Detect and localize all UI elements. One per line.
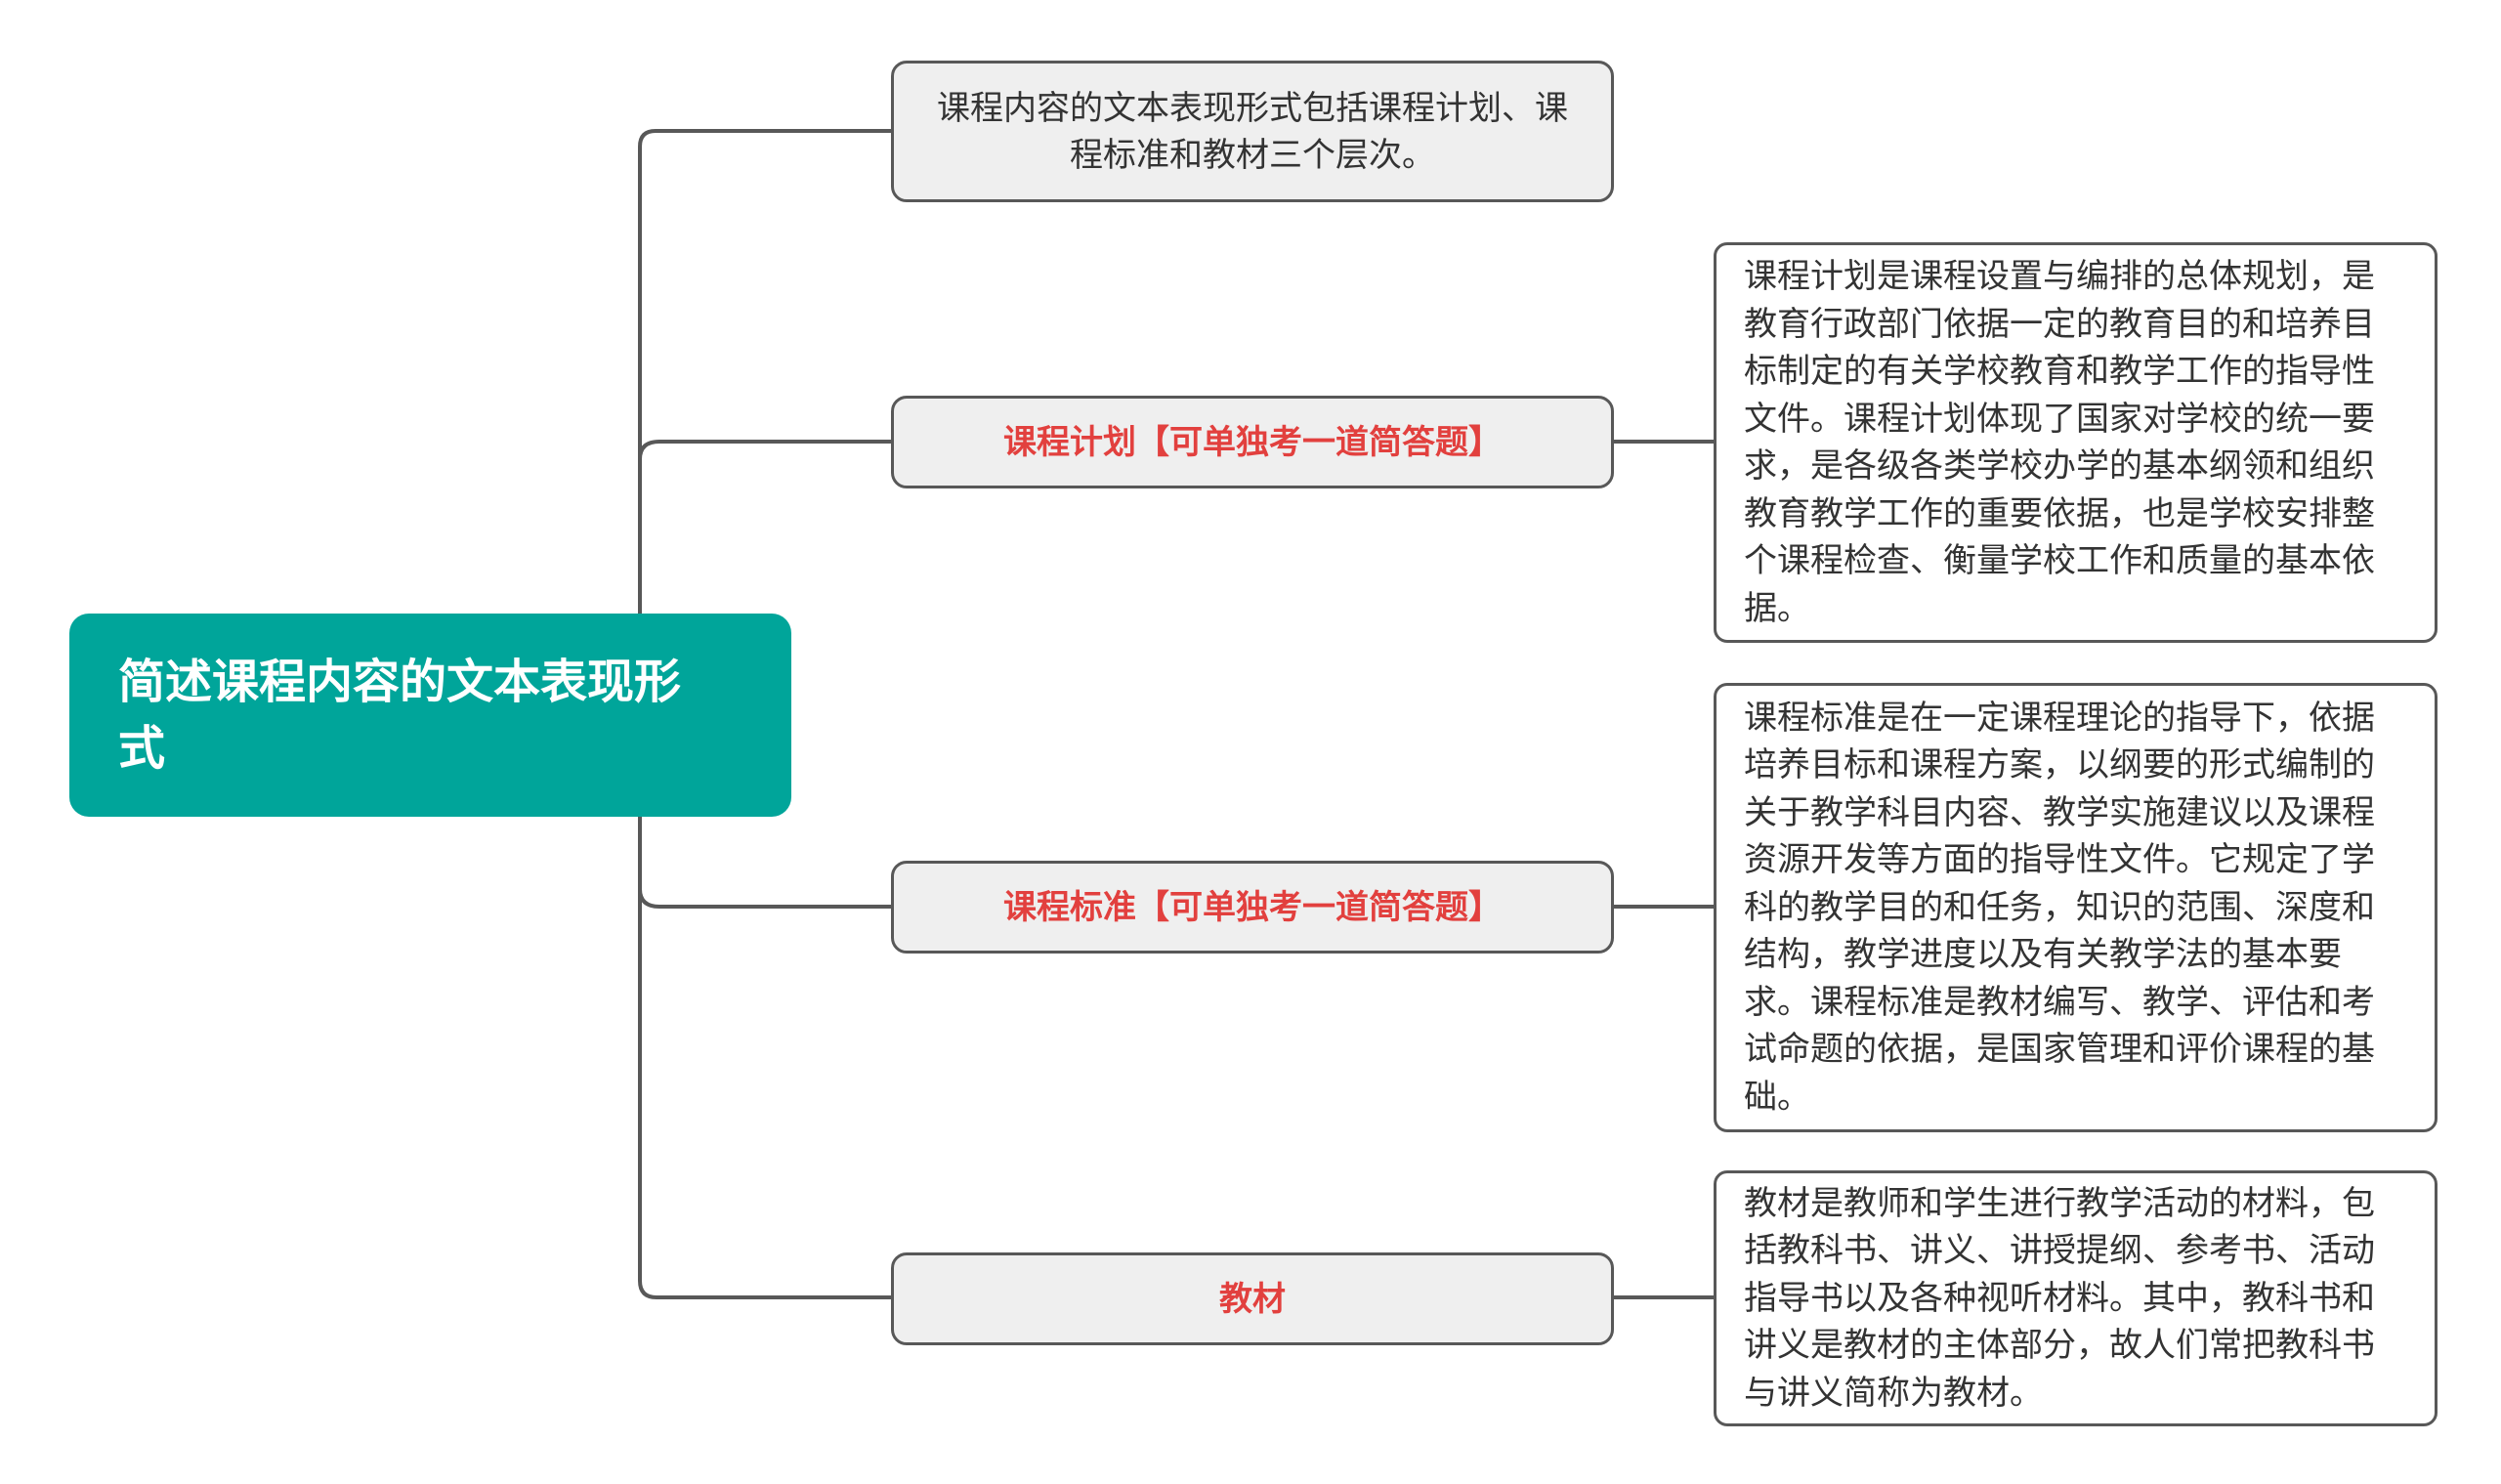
branch-curriculum-standard-label: 课程标准【可单独考一道简答题】 xyxy=(1003,887,1502,927)
branch-curriculum-plan[interactable]: 课程计划【可单独考一道简答题】 xyxy=(891,396,1614,488)
root-topic[interactable]: 简述课程内容的文本表现形式 xyxy=(69,614,791,817)
branch-teaching-material-label: 教材 xyxy=(1219,1279,1286,1319)
detail-teaching-material-text: 教材是教师和学生进行教学活动的材料，包括教科书、讲义、讲授提纲、参考书、活动指导… xyxy=(1744,1183,2375,1413)
detail-curriculum-plan-text: 课程计划是课程设置与编排的总体规划，是教育行政部门依据一定的教育目的和培养目标制… xyxy=(1744,257,2375,628)
branch-curriculum-plan-label: 课程计划【可单独考一道简答题】 xyxy=(1003,422,1502,462)
branch-teaching-material[interactable]: 教材 xyxy=(891,1252,1614,1345)
detail-curriculum-plan[interactable]: 课程计划是课程设置与编排的总体规划，是教育行政部门依据一定的教育目的和培养目标制… xyxy=(1714,242,2437,643)
branch-intro[interactable]: 课程内容的文本表现形式包括课程计划、课程标准和教材三个层次。 xyxy=(891,61,1614,202)
connector-trunk xyxy=(638,129,893,615)
connector-root-to-plan xyxy=(638,440,893,461)
connector-root-lower xyxy=(638,815,893,1299)
connector-root-to-standard xyxy=(638,887,893,909)
detail-teaching-material[interactable]: 教材是教师和学生进行教学活动的材料，包括教科书、讲义、讲授提纲、参考书、活动指导… xyxy=(1714,1170,2437,1426)
branch-curriculum-standard[interactable]: 课程标准【可单独考一道简答题】 xyxy=(891,861,1614,954)
detail-curriculum-standard[interactable]: 课程标准是在一定课程理论的指导下，依据培养目标和课程方案，以纲要的形式编制的关于… xyxy=(1714,683,2437,1132)
root-topic-title: 简述课程内容的文本表现形式 xyxy=(118,655,682,776)
branch-intro-text: 课程内容的文本表现形式包括课程计划、课程标准和教材三个层次。 xyxy=(937,88,1568,175)
detail-curriculum-standard-text: 课程标准是在一定课程理论的指导下，依据培养目标和课程方案，以纲要的形式编制的关于… xyxy=(1744,698,2375,1117)
